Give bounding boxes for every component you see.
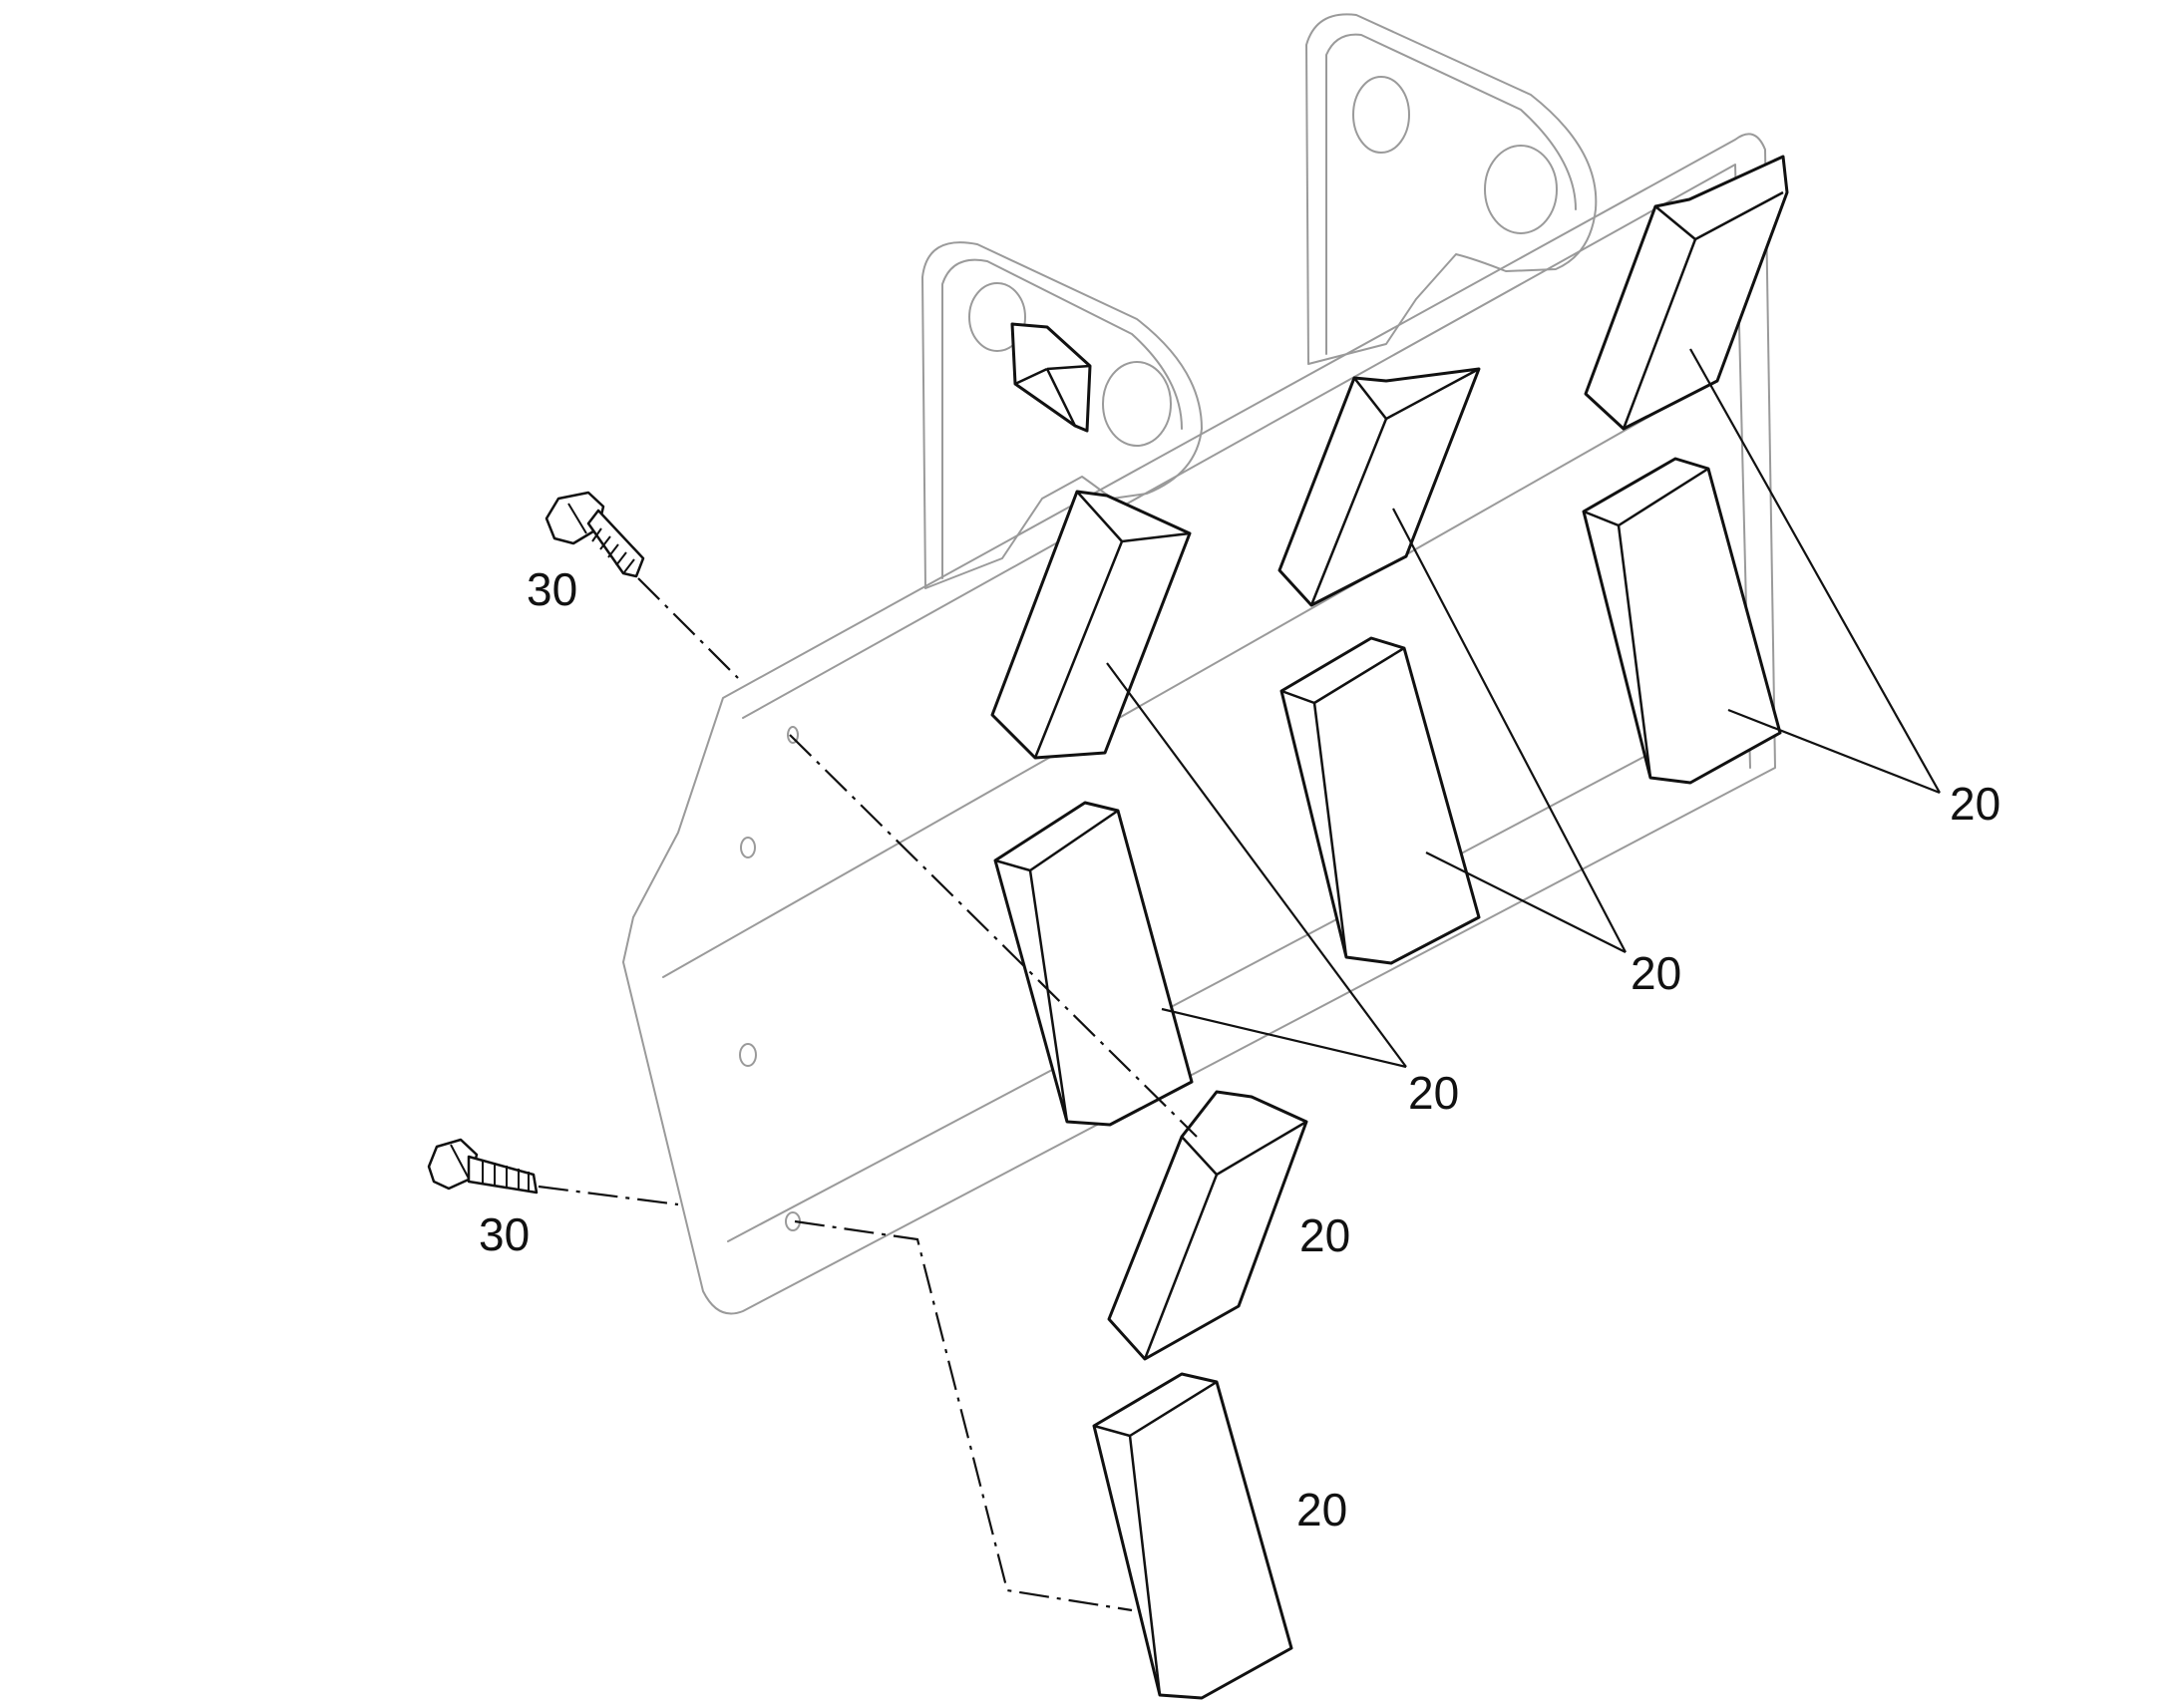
- callout-pad-group-left: 20: [1408, 1067, 1459, 1119]
- pad-lower: [1107, 1090, 1308, 1361]
- callout-pad-single-bottom: 20: [1296, 1484, 1347, 1536]
- left-bracket: [921, 241, 1203, 589]
- bolt-upper: [545, 491, 645, 578]
- callout-pad-group-right: 20: [1950, 778, 2000, 830]
- assembly-lines: [538, 577, 1198, 1612]
- callout-pad-single-lower: 20: [1299, 1209, 1350, 1261]
- callout-bolt-lower: 30: [479, 1208, 530, 1260]
- pad-upper-left: [990, 490, 1192, 760]
- leader-lines: [1106, 348, 1941, 1069]
- pad-middle-left: [993, 801, 1194, 1127]
- pad-middle-center: [1279, 636, 1481, 965]
- pad-upper-right: [1584, 155, 1789, 431]
- bolt-lower: [427, 1138, 539, 1195]
- right-bracket: [1305, 13, 1598, 365]
- callout-labels: 30 30 20 20 20 20 20: [479, 563, 2000, 1536]
- pad-upper-middle: [1277, 367, 1481, 607]
- pad-middle-right: [1582, 457, 1782, 785]
- callout-bolt-upper: 30: [527, 563, 577, 615]
- callout-pad-group-middle: 20: [1631, 947, 1681, 999]
- pad-bottom: [1092, 1372, 1293, 1700]
